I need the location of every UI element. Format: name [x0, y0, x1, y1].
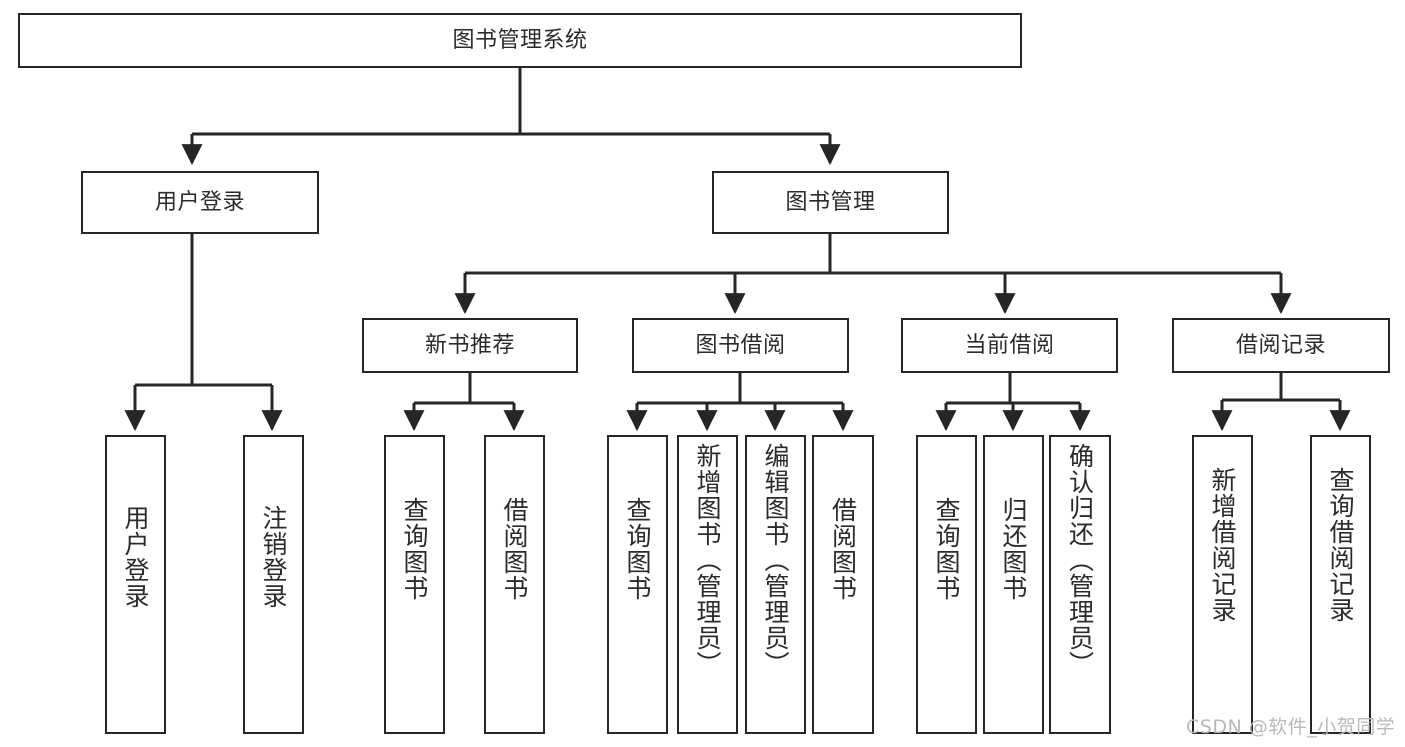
leaf-record-add-record-label: 新增借阅记录: [1208, 467, 1237, 623]
leaf-current-confirm-return-admin[interactable]: 确认归还（管理员）: [1049, 435, 1111, 734]
leaf-recommend-borrow-book[interactable]: 借阅图书: [484, 435, 545, 734]
node-book-borrow-label: 图书借阅: [695, 332, 786, 358]
leaf-recommend-query-book[interactable]: 查询图书: [384, 435, 445, 734]
leaf-record-query-record[interactable]: 查询借阅记录: [1310, 435, 1371, 734]
leaf-current-return-book[interactable]: 归还图书: [983, 435, 1044, 734]
leaf-borrow-query-book-label: 查询图书: [623, 497, 652, 601]
leaf-current-return-book-label: 归还图书: [999, 497, 1028, 601]
leaf-user-login-signin[interactable]: 用户登录: [105, 435, 166, 734]
leaf-record-query-record-label: 查询借阅记录: [1326, 467, 1355, 623]
node-book-management-label: 图书管理: [785, 189, 876, 215]
leaf-current-query-book-label: 查询图书: [932, 497, 961, 601]
leaf-current-query-book[interactable]: 查询图书: [916, 435, 977, 734]
node-borrow-record-label: 借阅记录: [1235, 332, 1326, 358]
leaf-recommend-borrow-book-label: 借阅图书: [500, 497, 529, 601]
leaf-current-confirm-return-admin-label: 确认归还（管理员）: [1065, 443, 1095, 677]
node-root[interactable]: 图书管理系统: [18, 13, 1022, 68]
leaf-borrow-edit-book-admin-label: 编辑图书（管理员）: [761, 443, 790, 677]
leaf-borrow-query-book[interactable]: 查询图书: [607, 435, 668, 734]
node-user-login-label: 用户登录: [154, 189, 245, 215]
node-borrow-record[interactable]: 借阅记录: [1172, 318, 1390, 373]
watermark-text: CSDN @软件_小贺同学: [1186, 716, 1396, 738]
leaf-borrow-add-book-admin[interactable]: 新增图书（管理员）: [677, 435, 738, 734]
node-new-book-recommend-label: 新书推荐: [424, 332, 515, 358]
leaf-user-login-signin-label: 用户登录: [121, 505, 150, 609]
node-book-borrow[interactable]: 图书借阅: [632, 318, 849, 373]
leaf-borrow-borrow-book[interactable]: 借阅图书: [812, 435, 874, 734]
leaf-borrow-add-book-admin-label: 新增图书（管理员）: [693, 443, 722, 677]
node-current-borrow-label: 当前借阅: [964, 332, 1055, 358]
node-user-login[interactable]: 用户登录: [81, 171, 319, 234]
node-root-label: 图书管理系统: [452, 27, 588, 53]
node-book-management[interactable]: 图书管理: [712, 171, 949, 234]
node-current-borrow[interactable]: 当前借阅: [901, 318, 1118, 373]
leaf-borrow-edit-book-admin[interactable]: 编辑图书（管理员）: [745, 435, 806, 734]
leaf-borrow-borrow-book-label: 借阅图书: [828, 497, 858, 601]
leaf-record-add-record[interactable]: 新增借阅记录: [1192, 435, 1253, 734]
leaf-recommend-query-book-label: 查询图书: [400, 497, 429, 601]
node-new-book-recommend[interactable]: 新书推荐: [362, 318, 578, 373]
leaf-user-login-signout-label: 注销登录: [259, 505, 288, 609]
leaf-user-login-signout[interactable]: 注销登录: [243, 435, 304, 734]
